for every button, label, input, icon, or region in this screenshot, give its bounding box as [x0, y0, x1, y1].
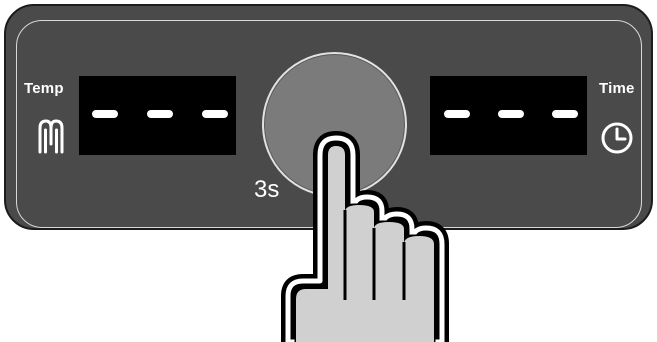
pointing-hand-icon — [0, 0, 657, 342]
